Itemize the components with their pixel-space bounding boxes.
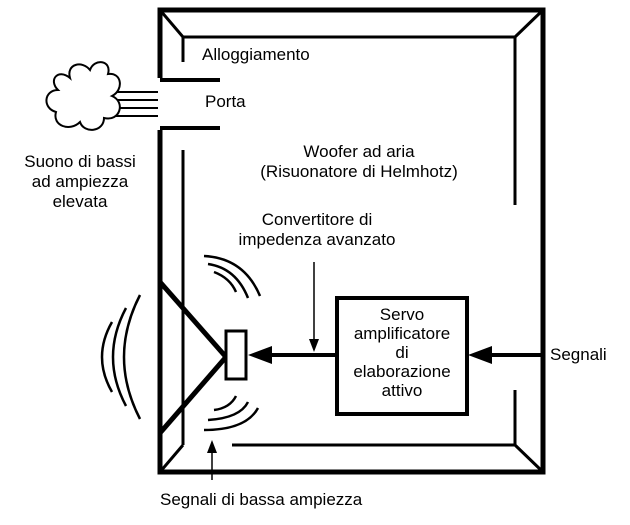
converter-line-1: Convertitore di xyxy=(261,210,373,229)
amplifier-label: Servo amplificatore di elaborazione atti… xyxy=(337,305,467,400)
amp-to-speaker-arrowhead xyxy=(248,346,272,364)
bass-sound-line-3: elevata xyxy=(52,192,108,211)
speaker-cone-bottom xyxy=(158,355,228,435)
port-label: Porta xyxy=(205,92,246,111)
low-signals-label: Segnali di bassa ampiezza xyxy=(160,490,363,509)
converter-line-2: impedenza avanzato xyxy=(238,230,396,249)
housing-corner-top-right xyxy=(513,8,545,39)
housing-corner-bottom-right xyxy=(513,443,545,474)
low-signals-pointer-arrowhead xyxy=(207,440,217,453)
external-sound-waves xyxy=(100,294,142,420)
woofer-line-1: Woofer ad aria xyxy=(303,142,415,161)
amplifier-box xyxy=(335,296,469,416)
speaker-cone-top xyxy=(158,280,228,359)
amplifier-line-2: amplificatore xyxy=(353,324,451,343)
sound-cloud-icon xyxy=(45,61,121,131)
woofer-label: Woofer ad aria (Risuonatore di Helmhotz) xyxy=(218,142,500,182)
bass-sound-line-2: ad ampiezza xyxy=(31,172,129,191)
housing-inner-wall xyxy=(181,35,517,205)
housing-label: Alloggiamento xyxy=(202,45,310,64)
woofer-line-2: (Risuonatore di Helmhotz) xyxy=(260,162,458,181)
housing-corner-bottom-left xyxy=(158,444,185,473)
internal-sound-waves-lower xyxy=(203,395,260,432)
internal-sound-waves-upper xyxy=(203,254,262,299)
amplifier-line-5: attivo xyxy=(381,381,423,400)
housing-corner-top-left xyxy=(158,9,185,38)
housing-outer-wall xyxy=(157,7,546,475)
bass-sound-label: Suono di bassi ad ampiezza elevata xyxy=(5,152,155,212)
amplifier-line-4: elaborazione xyxy=(353,362,451,381)
signals-arrowhead xyxy=(468,346,492,364)
speaker-magnet xyxy=(224,329,248,381)
amplifier-line-1: Servo xyxy=(379,305,425,324)
converter-label: Convertitore di impedenza avanzato xyxy=(206,210,428,250)
signals-label: Segnali xyxy=(550,345,607,364)
bass-sound-line-1: Suono di bassi xyxy=(24,152,136,171)
amplifier-line-3: di xyxy=(395,343,409,362)
converter-pointer-arrowhead xyxy=(309,339,319,352)
